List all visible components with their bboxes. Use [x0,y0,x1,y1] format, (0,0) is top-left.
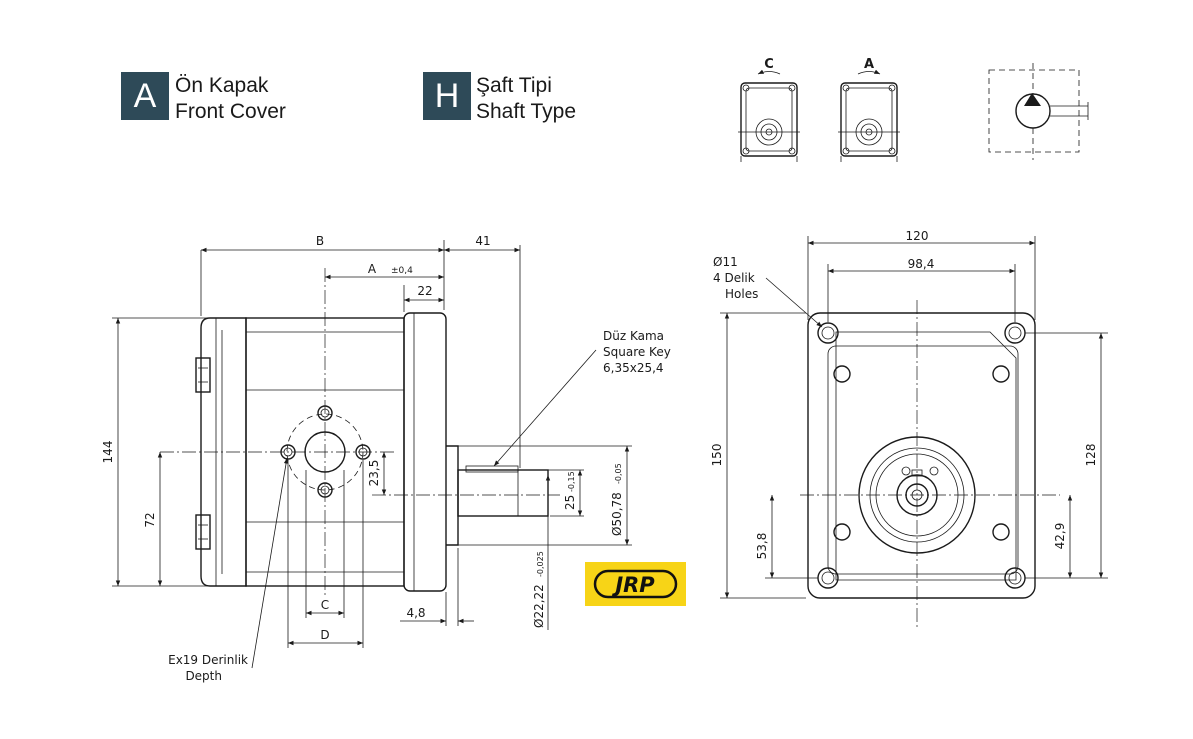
rotation-c-label: C [764,57,774,72]
dim-22: 22 [417,284,432,298]
pump-front-view [800,300,1060,630]
dim-22-22: Ø22,22 [532,584,546,628]
dim-50-78: Ø50,78 [610,492,624,536]
dim-a: A [368,262,377,276]
shaft-type-label-en: Shaft Type [476,100,577,123]
dim-144: 144 [101,441,115,464]
dim-41: 41 [475,234,490,248]
dim-72: 72 [143,512,157,527]
shaft-type-badge: H [423,72,471,120]
front-cover-label-en: Front Cover [175,100,286,123]
rotation-view-a: A [838,57,900,162]
square-key-size: 6,35x25,4 [603,361,664,375]
square-key-label-en: Square Key [603,345,671,359]
dim-120: 120 [906,229,929,243]
dim-42-9: 42,9 [1053,523,1067,550]
hydraulic-pump-symbol [988,63,1089,160]
dim-150: 150 [710,444,724,467]
dim-a-tolerance: ±0,4 [391,266,413,276]
dim-25-tolerance: -0,15 [567,471,576,492]
front-cover-label-tr: Ön Kapak [175,74,269,97]
pump-side-view [160,268,560,595]
jrp-logo: JRP [585,562,686,606]
dim-23-5: 23,5 [367,460,381,487]
dim-4-8: 4,8 [406,606,425,620]
dim-c: C [321,598,329,612]
rotation-view-c: C [738,57,800,162]
dim-d: D [320,628,329,642]
holes-label-en: Holes [725,287,758,301]
thread-depth-label-en: Depth [185,669,222,683]
rotation-a-label: A [864,57,874,72]
dim-128: 128 [1084,444,1098,467]
dim-22-22-tolerance: -0,025 [536,551,545,577]
jrp-logo-text: JRP [611,573,655,597]
square-key-label-tr: Düz Kama [603,329,664,343]
dim-25: 25 [563,495,577,510]
dim-50-78-tolerance: -0,05 [614,463,623,484]
front-cover-badge: A [121,72,169,120]
hole-diameter-label: Ø11 [713,255,738,269]
front-view-dimensions: 120 98,4 150 53,8 128 42,9 Ø11 4 Delik H… [710,229,1108,599]
dim-b: B [316,234,324,248]
holes-label-tr: 4 Delik [713,271,755,285]
thread-depth-label-tr: Ex19 Derinlik [168,653,248,667]
side-view-dimensions: B 41 A ±0,4 22 144 72 23,5 C D [101,234,671,683]
dim-98-4: 98,4 [908,257,935,271]
dim-53-8: 53,8 [755,533,769,560]
shaft-type-label-tr: Şaft Tipi [476,74,552,97]
